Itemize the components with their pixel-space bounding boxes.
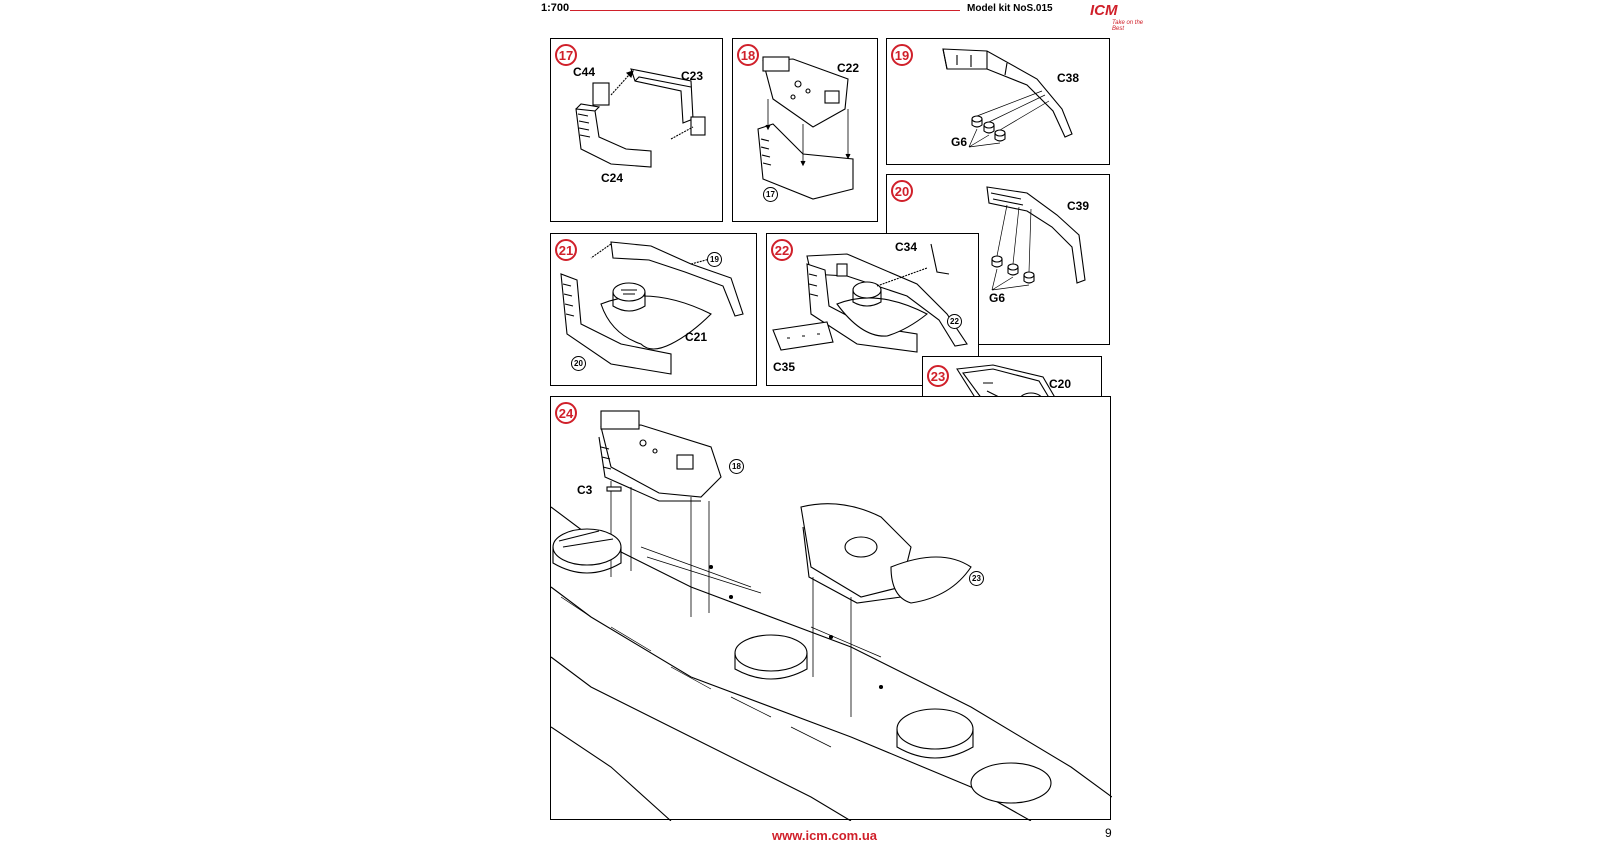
step-18-panel: 18 C22 17: [732, 38, 878, 222]
step-24-drawing: [551, 410, 1112, 821]
part-label-c22: C22: [837, 61, 860, 75]
step-18-drawing: [757, 56, 854, 200]
part-label-c39: C39: [1067, 199, 1090, 213]
step-23-number: 23: [927, 365, 949, 387]
brand-tagline: Take on the Best: [1112, 20, 1144, 32]
ref-step-22-badge: 22: [947, 314, 962, 329]
part-label-g6-step20: G6: [989, 291, 1006, 305]
model-kit-label: Model kit NoS.015: [967, 3, 1053, 14]
step-19-number: 19: [891, 44, 913, 66]
part-label-c24: C24: [601, 171, 624, 185]
part-label-c20: C20: [1049, 377, 1072, 391]
step-18-number: 18: [737, 44, 759, 66]
step-21-panel: 21 19 C21 20: [550, 233, 757, 386]
ref-step-18-badge: 18: [729, 459, 744, 474]
brand-logo: ICM Take on the Best: [1080, 0, 1150, 34]
step-17-panel: 17 C44 C23 C24: [550, 38, 723, 222]
part-label-g6: G6: [951, 135, 968, 149]
step-21-drawing: [560, 241, 744, 375]
step-20-number: 20: [891, 180, 913, 202]
ref-step-19-badge: 19: [707, 252, 722, 267]
page-number: 9: [1105, 826, 1112, 840]
part-label-c21: C21: [685, 330, 708, 344]
step-24-number: 24: [555, 402, 577, 424]
step-22-drawing: [772, 243, 968, 353]
brand-name: ICM: [1090, 2, 1118, 19]
ref-step-20-badge: 20: [571, 356, 586, 371]
header-rule: [570, 10, 960, 11]
footer-website-link[interactable]: www.icm.com.ua: [772, 828, 877, 843]
scale-label: 1:700: [541, 2, 570, 14]
ref-step-17-badge: 17: [763, 187, 778, 202]
part-label-c3: C3: [577, 483, 593, 497]
step-17-drawing: [575, 68, 706, 168]
part-label-c44: C44: [573, 65, 596, 79]
part-label-c34: C34: [895, 240, 918, 254]
step-22-number: 22: [771, 239, 793, 261]
step-19-drawing: [942, 48, 1073, 148]
part-label-c23: C23: [681, 69, 704, 83]
step-17-number: 17: [555, 44, 577, 66]
step-19-panel: 19 C38 G6: [886, 38, 1110, 165]
step-24-panel: 24 18 C3 23: [550, 396, 1112, 821]
part-label-c35: C35: [773, 360, 796, 374]
step-21-number: 21: [555, 239, 577, 261]
ref-step-23-badge: 23: [969, 571, 984, 586]
part-label-c38: C38: [1057, 71, 1080, 85]
step-20-drawing: [986, 186, 1086, 291]
